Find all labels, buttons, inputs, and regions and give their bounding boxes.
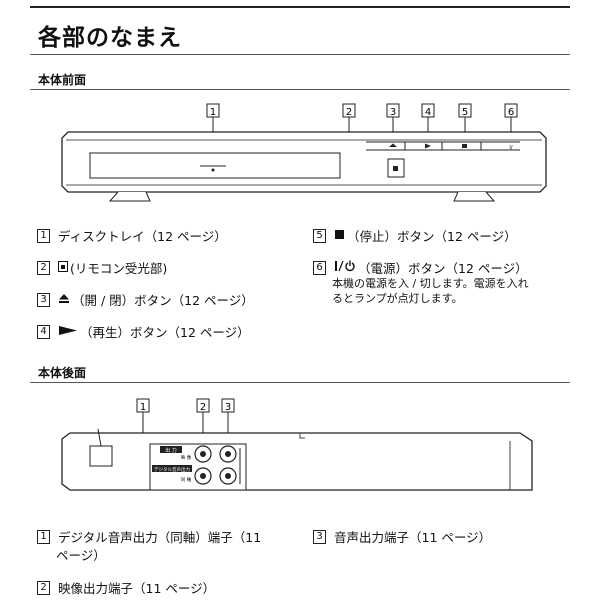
- rear-heading: 本体後面: [38, 366, 87, 380]
- front-item-1-label: ディスクトレイ（12 ページ）: [58, 229, 227, 244]
- front-eject-button-mark[interactable]: [389, 143, 397, 148]
- front-callout-3: 3: [390, 107, 396, 118]
- front-item-4-label: （再生）ボタン（12 ページ）: [80, 325, 250, 340]
- rear-item-3-number: 3: [313, 529, 326, 544]
- page-title: 各部のなまえ: [38, 25, 182, 51]
- front-item-1: 1 ディスクトレイ（12 ページ）: [37, 226, 227, 245]
- front-item-2-number: 2: [37, 260, 50, 275]
- rear-item-3: 3 音声出力端子（11 ページ）: [313, 527, 491, 546]
- rear-callout-2: 2: [200, 402, 206, 413]
- front-callout-1: 1: [210, 107, 216, 118]
- rear-item-3-label: 音声出力端子（11 ページ）: [334, 530, 492, 545]
- rear-panel-coax-label: 同 軸: [181, 476, 192, 483]
- rear-item-1: 1 デジタル音声出力（同軸）端子（11: [37, 527, 261, 546]
- rear-item-1-cont: ページ）: [56, 545, 106, 564]
- front-heading-rule: [30, 89, 570, 90]
- front-stop-button-mark[interactable]: [462, 144, 467, 148]
- eject-icon: [58, 292, 70, 307]
- rear-item-2-label: 映像出力端子（11 ページ）: [58, 581, 216, 596]
- power-icon: [334, 260, 356, 275]
- front-item-4: 4 （再生）ボタン（12 ページ）: [37, 322, 250, 341]
- front-heading: 本体前面: [38, 73, 87, 87]
- front-item-5-label: （停止）ボタン（12 ページ）: [347, 229, 517, 244]
- front-item-1-number: 1: [37, 228, 50, 243]
- front-item-6: 6 （電源）ボタン（12 ページ）: [313, 258, 528, 277]
- rear-item-1-label-cont: ページ）: [56, 548, 106, 563]
- rear-panel-output-label: 出 力: [165, 447, 177, 454]
- front-callout-4: 4: [425, 107, 431, 118]
- front-callout-6: 6: [508, 107, 514, 118]
- player-front-body: I/: [61, 131, 547, 202]
- front-item-3-label: （開 / 閉）ボタン（12 ページ）: [72, 293, 254, 308]
- play-icon: [58, 324, 78, 339]
- front-callout-2: 2: [346, 107, 352, 118]
- rear-item-2-number: 2: [37, 580, 50, 595]
- rear-panel-digital-label: デジタル音声出力: [154, 466, 190, 473]
- front-item-4-number: 4: [37, 324, 50, 339]
- front-item-5: 5 （停止）ボタン（12 ページ）: [313, 226, 517, 245]
- power-note-line1: 本機の電源を入 / 切します。電源を入れ: [332, 277, 529, 290]
- front-panel-diagram: 1 2 3 4 5 6 I: [61, 103, 547, 202]
- rear-item-1-number: 1: [37, 529, 50, 544]
- remote-sensor-icon: [58, 260, 68, 275]
- top-rule: [30, 6, 570, 8]
- front-power-button-mark[interactable]: I/: [509, 145, 512, 151]
- rear-callout-1: 1: [140, 402, 146, 413]
- power-note-line2: るとランプが点灯します。: [332, 292, 463, 305]
- rear-item-2: 2 映像出力端子（11 ページ）: [37, 578, 215, 597]
- front-play-button-mark[interactable]: [425, 143, 431, 149]
- rear-panel-video-label: 映 像: [181, 454, 192, 461]
- rear-item-1-label: デジタル音声出力（同軸）端子（11: [58, 530, 262, 545]
- rear-callouts: 1 2 3: [136, 398, 235, 413]
- front-item-3-number: 3: [37, 292, 50, 307]
- front-callout-5: 5: [462, 107, 468, 118]
- player-rear-body: 出 力 デジタル音声出力 映 像 同 軸: [61, 428, 533, 491]
- rear-panel-diagram: 1 2 3 出 力 デジタル音声出力 映 像 同 軸: [61, 398, 533, 491]
- front-item-2: 2 (リモコン受光部): [37, 258, 167, 277]
- title-rule: [30, 54, 570, 55]
- stop-icon: [334, 228, 345, 243]
- front-item-5-number: 5: [313, 228, 326, 243]
- front-callouts: 1 2 3 4 5 6: [206, 103, 518, 118]
- front-item-6-label: （電源）ボタン（12 ページ）: [358, 261, 528, 276]
- front-item-3: 3 （開 / 閉）ボタン（12 ページ）: [37, 290, 254, 309]
- rear-callout-3: 3: [225, 402, 231, 413]
- rear-heading-rule: [30, 382, 570, 383]
- front-item-6-number: 6: [313, 260, 326, 275]
- front-item-2-label: (リモコン受光部): [70, 261, 168, 276]
